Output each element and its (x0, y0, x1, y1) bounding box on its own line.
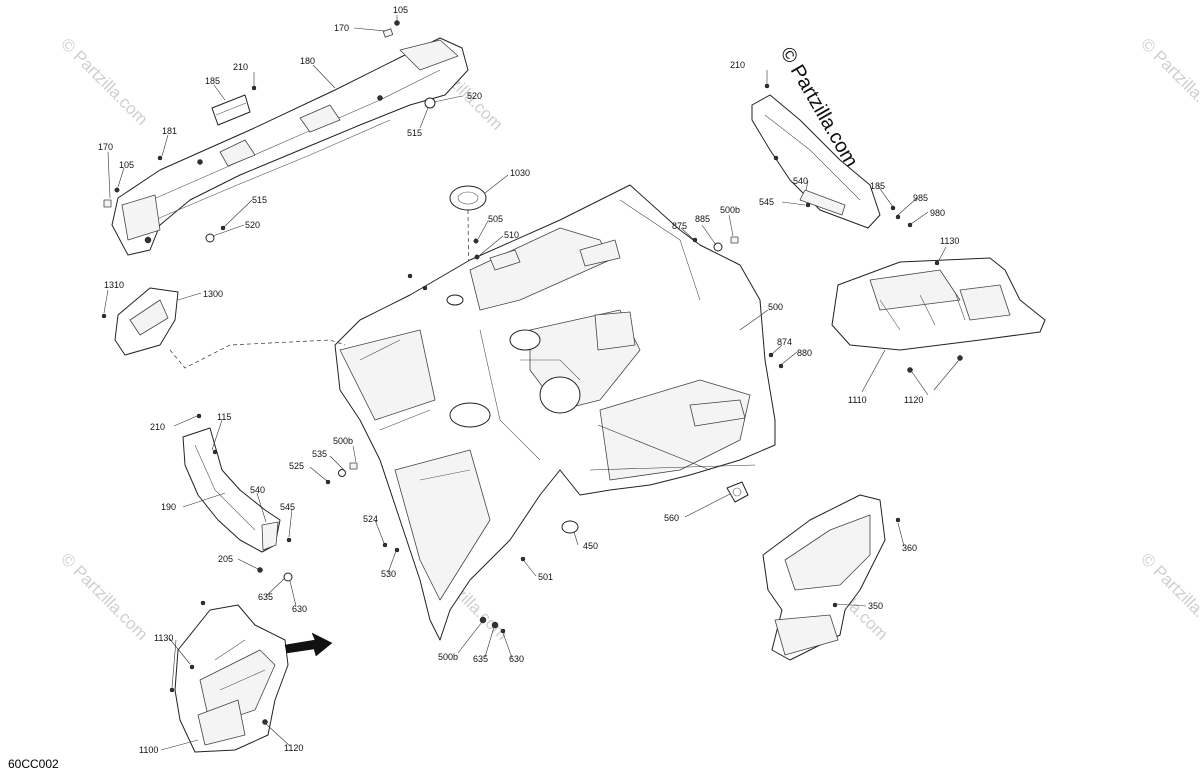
callout-545: 545 (759, 197, 774, 207)
part-1300-bumper (101, 287, 346, 369)
callout-500b: 500b (438, 652, 458, 662)
callout-500b: 500b (333, 436, 353, 446)
callout-635: 635 (258, 592, 273, 602)
part-190-bracket (182, 413, 293, 582)
callout-105: 105 (393, 5, 408, 15)
callout-530: 530 (381, 569, 396, 579)
callout-360: 360 (902, 543, 917, 553)
callout-875: 875 (672, 221, 687, 231)
callout-190: 190 (161, 502, 176, 512)
callout-540: 540 (793, 176, 808, 186)
callout-105: 105 (119, 160, 134, 170)
callout-535: 535 (312, 449, 327, 459)
callout-501: 501 (538, 572, 553, 582)
callout-500b: 500b (720, 205, 740, 215)
callout-1300: 1300 (203, 289, 223, 299)
callout-980: 980 (930, 208, 945, 218)
callout-515: 515 (252, 195, 267, 205)
callout-635: 635 (473, 654, 488, 664)
callout-labels: 105 170 210 180 185 520 515 181 170 105 … (98, 5, 959, 755)
callout-185: 185 (205, 76, 220, 86)
callout-545: 545 (280, 502, 295, 512)
callout-560: 560 (664, 513, 679, 523)
top-fasteners (103, 20, 436, 243)
callout-1130: 1130 (940, 236, 959, 246)
callout-450: 450 (583, 541, 598, 551)
callout-520: 520 (467, 91, 482, 101)
callout-181: 181 (162, 126, 177, 136)
callout-500: 500 (768, 302, 783, 312)
callout-185: 185 (870, 181, 885, 191)
part-185-small-bracket (211, 94, 251, 126)
callout-540: 540 (250, 485, 265, 495)
leader-lines (103, 15, 960, 751)
callout-505: 505 (488, 214, 503, 224)
part-upper-right-bracket (751, 83, 913, 229)
callout-210: 210 (150, 422, 165, 432)
watermark-bottom-left: © Partzilla.com (57, 549, 151, 643)
callout-880: 880 (797, 348, 812, 358)
callout-1100: 1100 (139, 745, 158, 755)
main-body-panel (334, 184, 776, 641)
part-1110-right-panel (831, 257, 1046, 373)
callout-520: 520 (245, 220, 260, 230)
callout-515: 515 (407, 128, 422, 138)
part-350-panel (762, 494, 901, 661)
watermark-top-right: © Partzilla.com (1137, 34, 1200, 128)
callout-1130: 1130 (154, 633, 173, 643)
watermark-top-left: © Partzilla.com (57, 34, 151, 128)
callout-524: 524 (363, 514, 378, 524)
part-450-grommet (561, 520, 579, 534)
part-1100-panel (169, 600, 333, 753)
callout-210: 210 (730, 60, 745, 70)
callout-170: 170 (334, 23, 349, 33)
callout-510: 510 (504, 230, 519, 240)
callout-1310: 1310 (104, 280, 124, 290)
callout-630: 630 (292, 604, 307, 614)
callout-874: 874 (777, 337, 792, 347)
callout-885: 885 (695, 214, 710, 224)
callout-1120: 1120 (284, 743, 303, 753)
direction-arrow (284, 632, 333, 657)
callout-180: 180 (300, 56, 315, 66)
part-180-upper-bracket (111, 37, 469, 256)
callout-170: 170 (98, 142, 113, 152)
callout-985: 985 (913, 193, 928, 203)
callout-115: 115 (217, 412, 231, 422)
callout-210: 210 (233, 62, 248, 72)
callout-350: 350 (868, 601, 883, 611)
callout-205: 205 (218, 554, 233, 564)
callout-1110: 1110 (848, 395, 867, 405)
watermark-bottom-far-right: © Partzilla.com (1137, 549, 1200, 643)
callout-525: 525 (289, 461, 304, 471)
figure-id: 60CC002 (8, 757, 59, 771)
callout-1030: 1030 (510, 168, 530, 178)
callout-1120: 1120 (904, 395, 923, 405)
callout-630: 630 (509, 654, 524, 664)
part-560-clip (726, 481, 749, 503)
